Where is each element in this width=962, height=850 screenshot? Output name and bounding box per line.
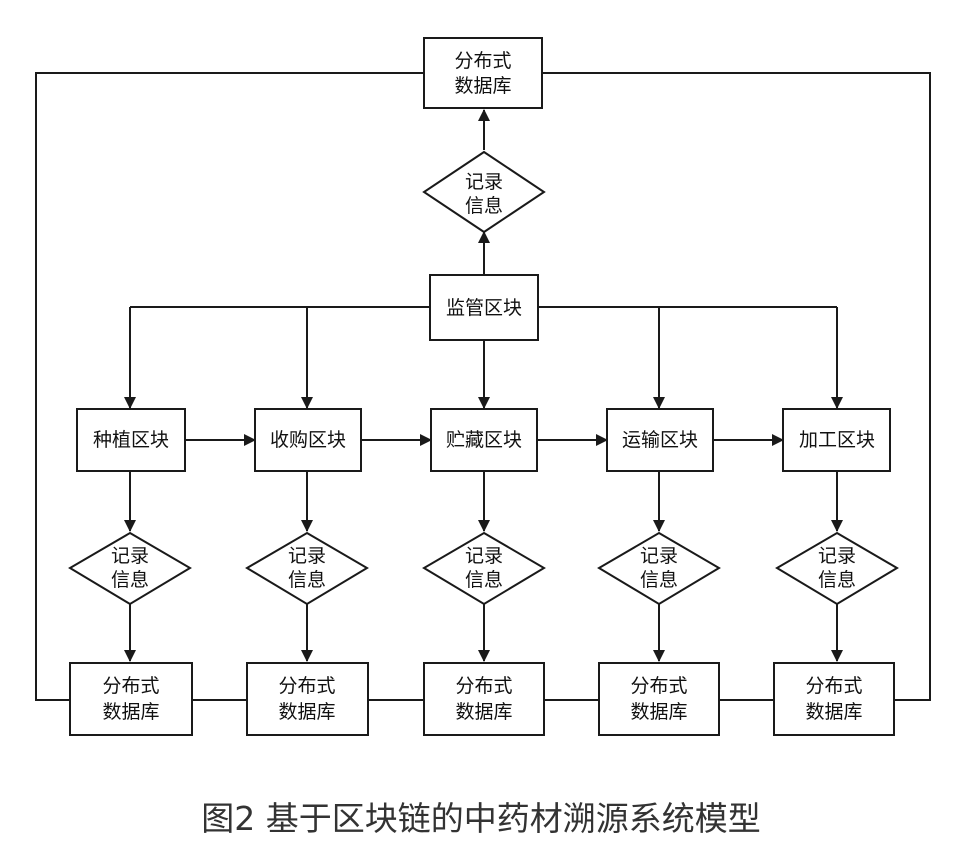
stage-5-label: 加工区块 (799, 429, 875, 451)
stage-2-column: 收购区块 记录 信息 分布式 数据库 (245, 408, 369, 736)
stage-4-db-line1: 分布式 (630, 675, 687, 697)
stage-5-db-line2: 数据库 (805, 701, 862, 723)
stage-4-record-line1: 记录 (640, 545, 678, 567)
top-database-line2: 数据库 (454, 75, 511, 97)
stage-3-record-line2: 信息 (465, 569, 503, 591)
outer-loop-connector-right (542, 72, 931, 701)
stage-4-label: 运输区块 (622, 429, 698, 451)
figure-caption: 图2 基于区块链的中药材溯源系统模型 (201, 799, 761, 838)
top-database-node: 分布式 数据库 (423, 37, 543, 109)
stage-3-db-line2: 数据库 (455, 701, 512, 723)
supervision-block-label: 监管区块 (446, 297, 522, 319)
stage-3-label: 贮藏区块 (446, 429, 522, 451)
stage-1-record-line1: 记录 (111, 545, 149, 567)
stage-1-db-line2: 数据库 (102, 701, 159, 723)
stage-1-label: 种植区块 (93, 429, 169, 451)
stage-2-db-line1: 分布式 (278, 675, 335, 697)
stage-4-column: 运输区块 记录 信息 分布式 数据库 (597, 408, 721, 736)
top-record-line2: 信息 (465, 195, 503, 217)
stage-5-record-line1: 记录 (818, 545, 856, 567)
stage-2-record-line2: 信息 (288, 569, 326, 591)
stage-2-label: 收购区块 (270, 429, 346, 451)
stage-2-db-line2: 数据库 (278, 701, 335, 723)
stage-2-record-line1: 记录 (288, 545, 326, 567)
top-database-line1: 分布式 (454, 50, 511, 72)
stage-1-record-line2: 信息 (111, 569, 149, 591)
top-record-node: 记录 信息 (422, 150, 546, 234)
stage-4-record-line2: 信息 (640, 569, 678, 591)
stage-3-record-line1: 记录 (465, 545, 503, 567)
stage-3-db-line1: 分布式 (455, 675, 512, 697)
stage-1-column: 种植区块 记录 信息 分布式 数据库 (68, 408, 193, 736)
stage-5-column: 加工区块 记录 信息 分布式 数据库 (773, 408, 899, 736)
stage-5-db-line1: 分布式 (805, 675, 862, 697)
outer-loop-connector (35, 72, 424, 701)
top-record-line1: 记录 (465, 171, 503, 193)
stage-4-db-line2: 数据库 (630, 701, 687, 723)
stage-5-record-line2: 信息 (818, 569, 856, 591)
supervision-block-node: 监管区块 (429, 274, 539, 341)
stage-3-column: 贮藏区块 记录 信息 分布式 数据库 (422, 408, 546, 736)
stage-1-db-line1: 分布式 (102, 675, 159, 697)
traceability-diagram: 分布式 数据库 记录 信息 监管区块 种植区块 记录 信息 分布式 数据库 收购… (35, 37, 931, 736)
